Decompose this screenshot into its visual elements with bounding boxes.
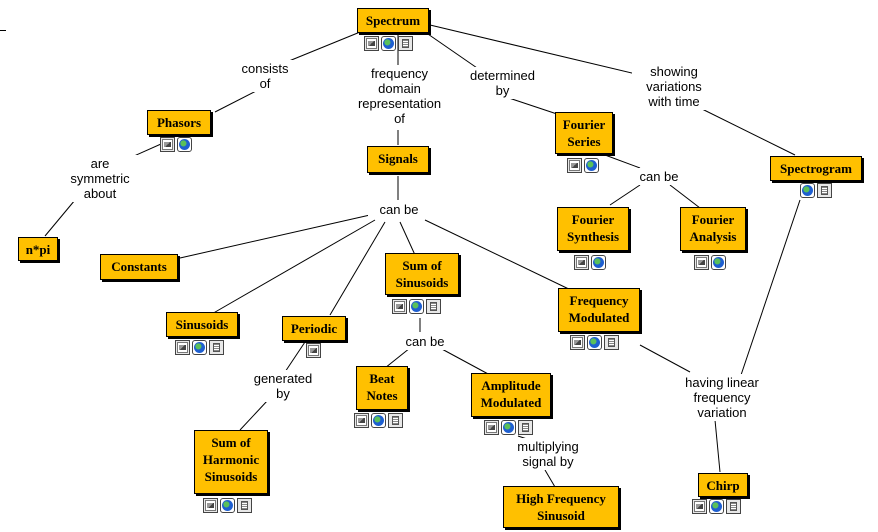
image-icon[interactable] — [567, 158, 582, 173]
globe-icon[interactable] — [177, 137, 192, 152]
globe-icon[interactable] — [591, 255, 606, 270]
concept-constants[interactable]: Constants — [100, 254, 178, 280]
link-label-generated-by: generated by — [240, 370, 326, 402]
document-icon[interactable] — [726, 499, 741, 514]
concept-phasors[interactable]: Phasors — [147, 110, 211, 135]
link-label-symmetric-about: are symmetric about — [58, 155, 142, 202]
image-icon[interactable] — [354, 413, 369, 428]
link-label-fourier-can-be: can be — [628, 168, 690, 185]
globe-icon[interactable] — [711, 255, 726, 270]
image-icon[interactable] — [364, 36, 379, 51]
concept-n-pi[interactable]: n*pi — [18, 237, 58, 261]
globe-icon[interactable] — [381, 36, 396, 51]
image-icon[interactable] — [484, 420, 499, 435]
concept-spectrum[interactable]: Spectrum — [357, 8, 429, 33]
concept-signals[interactable]: Signals — [367, 146, 429, 173]
concept-fourier-analysis[interactable]: Fourier Analysis — [680, 207, 746, 251]
concept-spectrogram[interactable]: Spectrogram — [770, 156, 862, 181]
concept-chirp[interactable]: Chirp — [698, 473, 748, 497]
document-icon[interactable] — [237, 498, 252, 513]
offscreen-link-stub — [0, 30, 6, 31]
concept-amplitude-modulated[interactable]: Amplitude Modulated — [471, 373, 551, 417]
link-label-consists-of: consists of — [232, 60, 298, 92]
image-icon[interactable] — [570, 335, 585, 350]
concept-sum-of-sinusoids[interactable]: Sum of Sinusoids — [385, 253, 459, 295]
globe-icon[interactable] — [371, 413, 386, 428]
concept-fourier-series[interactable]: Fourier Series — [555, 112, 613, 154]
link-label-determined-by: determined by — [458, 67, 547, 99]
image-icon[interactable] — [203, 498, 218, 513]
image-icon[interactable] — [306, 343, 321, 358]
concept-high-frequency-sinusoid[interactable]: High Frequency Sinusoid — [503, 486, 619, 528]
concept-periodic[interactable]: Periodic — [282, 316, 346, 341]
link-label-having-linear-frequency: having linear frequency variation — [670, 374, 774, 421]
concept-beat-notes[interactable]: Beat Notes — [356, 366, 408, 410]
concept-frequency-modulated[interactable]: Frequency Modulated — [558, 288, 640, 332]
document-icon[interactable] — [518, 420, 533, 435]
globe-icon[interactable] — [220, 498, 235, 513]
image-icon[interactable] — [694, 255, 709, 270]
globe-icon[interactable] — [584, 158, 599, 173]
concept-sum-of-harmonic-sinusoids[interactable]: Sum of Harmonic Sinusoids — [194, 430, 268, 494]
document-icon[interactable] — [398, 36, 413, 51]
link-label-signals-can-be: can be — [368, 201, 430, 218]
globe-icon[interactable] — [192, 340, 207, 355]
globe-icon[interactable] — [709, 499, 724, 514]
concept-fourier-synthesis[interactable]: Fourier Synthesis — [557, 207, 629, 251]
image-icon[interactable] — [160, 137, 175, 152]
globe-icon[interactable] — [501, 420, 516, 435]
concept-sinusoids[interactable]: Sinusoids — [166, 312, 238, 337]
link-label-freq-domain-representation: frequency domain representation of — [340, 65, 459, 127]
globe-icon[interactable] — [409, 299, 424, 314]
document-icon[interactable] — [209, 340, 224, 355]
document-icon[interactable] — [388, 413, 403, 428]
document-icon[interactable] — [426, 299, 441, 314]
image-icon[interactable] — [175, 340, 190, 355]
globe-icon[interactable] — [800, 183, 815, 198]
link-label-showing-variations: showing variations with time — [632, 63, 716, 110]
image-icon[interactable] — [574, 255, 589, 270]
image-icon[interactable] — [392, 299, 407, 314]
document-icon[interactable] — [817, 183, 832, 198]
document-icon[interactable] — [604, 335, 619, 350]
globe-icon[interactable] — [587, 335, 602, 350]
image-icon[interactable] — [692, 499, 707, 514]
link-label-sum-can-be: can be — [394, 333, 456, 350]
link-label-multiplying-signal: multiplying signal by — [502, 438, 594, 470]
